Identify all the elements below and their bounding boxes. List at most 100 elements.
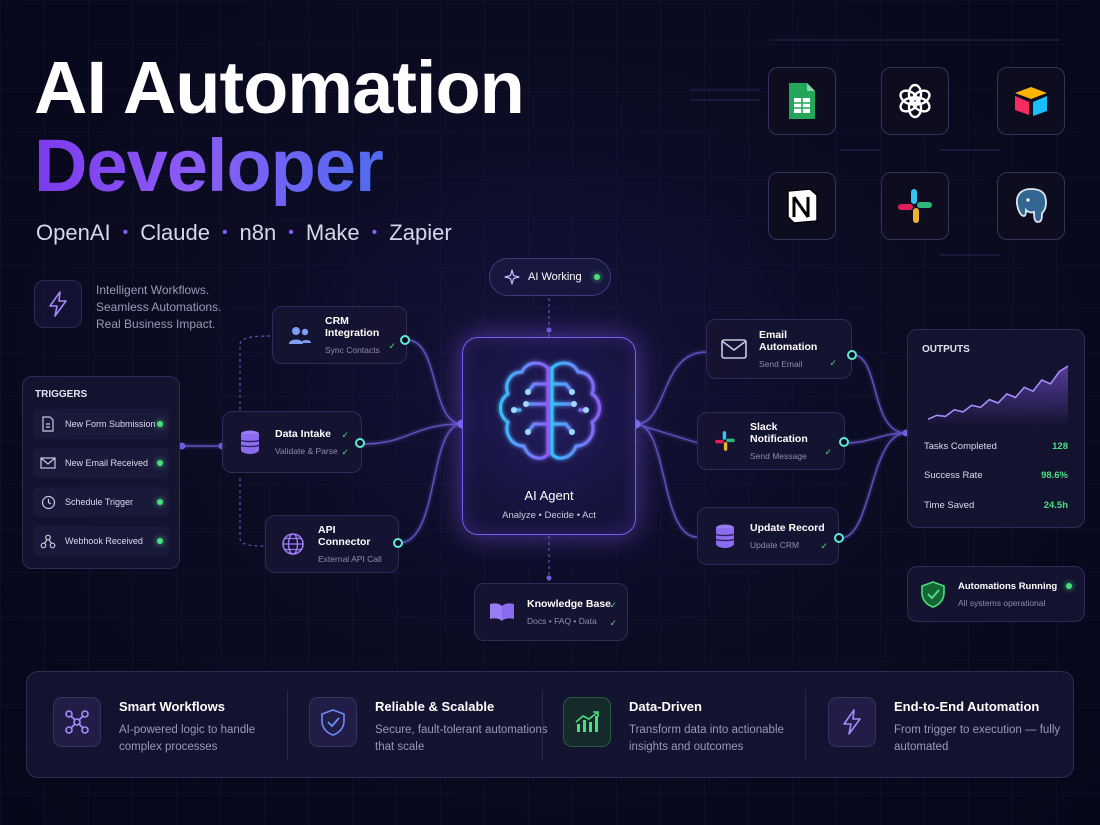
wire-api-agent <box>398 423 463 544</box>
feature-description: Transform data into actionable insights … <box>629 724 784 753</box>
email-output-port[interactable] <box>847 350 857 360</box>
node-subtitle: External API Call <box>318 554 382 564</box>
metric-value: 128 <box>1052 441 1068 452</box>
status-dot <box>157 421 163 427</box>
feature-icon-box <box>828 697 876 747</box>
update-record-node[interactable]: Update Record Update CRM ✓ <box>697 507 839 565</box>
metric-value: 24.5h <box>1043 500 1068 511</box>
trigger-item[interactable]: New Email Received <box>33 448 169 478</box>
metric-label: Success Rate <box>924 470 983 481</box>
shield-check-icon <box>321 709 345 736</box>
globe-icon <box>278 529 308 559</box>
node-title: API Connector <box>318 524 371 548</box>
logo-notion <box>768 172 836 240</box>
triggers-panel: TRIGGERS New Form Submission New Email R… <box>22 376 180 569</box>
crm-output-port[interactable] <box>400 335 410 345</box>
database-icon <box>710 521 740 551</box>
node-subtitle: Sync Contacts <box>325 345 380 355</box>
users-icon <box>285 320 315 350</box>
node-title: Slack Notification <box>750 421 808 445</box>
database-icon <box>235 427 265 457</box>
ai-agent-node[interactable]: AI Agent Analyze • Decide • Act <box>462 337 636 535</box>
feature-divider <box>542 690 543 760</box>
feature-icon-box <box>53 697 101 747</box>
check-icon: ✓ <box>829 358 837 368</box>
check-icon: ✓ <box>609 600 617 610</box>
intake-output-port[interactable] <box>355 438 365 448</box>
bolt-icon <box>49 291 67 317</box>
metric-label: Time Saved <box>924 500 975 511</box>
logo-slack <box>881 172 949 240</box>
tool-separator: • <box>371 224 378 241</box>
agent-title: AI Agent <box>524 488 574 503</box>
workflow-icon <box>65 710 89 734</box>
trigger-item[interactable]: Schedule Trigger <box>33 487 169 517</box>
automations-running-status: Automations Running All systems operatio… <box>907 566 1085 622</box>
trend-line <box>927 365 1069 420</box>
feature-title: Reliable & Scalable <box>375 699 495 714</box>
outputs-title: OUTPUTS <box>922 344 970 355</box>
node-subtitle: Send Message <box>750 451 807 461</box>
node-subtitle: Send Email <box>759 359 803 369</box>
check-icon: ✓ <box>824 447 832 457</box>
feature-divider <box>287 690 288 760</box>
status-dot <box>157 538 163 544</box>
wire-crm-agent <box>406 339 463 425</box>
data-intake-node[interactable]: Data Intake Validate & Parse ✓ ✓ <box>222 411 362 473</box>
api-connector-node[interactable]: API Connector External API Call <box>265 515 399 573</box>
slack-output-port[interactable] <box>839 437 849 447</box>
node-subtitle: Validate & Parse <box>275 446 338 456</box>
airtable-icon <box>1015 87 1047 116</box>
node-title: Knowledge Base <box>527 598 612 610</box>
tool-zapier: Zapier <box>389 220 452 245</box>
node-title: Update Record <box>750 522 825 534</box>
trend-chart-icon <box>575 711 599 732</box>
feature-icon-box <box>563 697 611 747</box>
wire-email-outputs <box>852 354 907 434</box>
title-line-2: Developer <box>34 124 384 207</box>
triggers-output-port <box>178 442 186 450</box>
triggers-title: TRIGGERS <box>35 389 88 400</box>
agent-subtitle: Analyze • Decide • Act <box>502 510 596 521</box>
outputs-trend-chart <box>927 365 1069 426</box>
postgresql-icon <box>1015 188 1047 223</box>
api-output-port[interactable] <box>393 538 403 548</box>
slack-icon <box>710 426 740 456</box>
outputs-panel: OUTPUTS Tasks Completed 128 Success Rate… <box>907 329 1085 528</box>
logo-google-sheets <box>768 67 836 135</box>
knowledge-base-node[interactable]: Knowledge Base Docs • FAQ • Data ✓ ✓ <box>474 583 628 641</box>
tool-claude: Claude <box>140 220 210 245</box>
logo-airtable <box>997 67 1065 135</box>
tagline-line: Seamless Automations. <box>96 300 222 314</box>
tool-separator: • <box>288 224 294 241</box>
ai-working-label: AI Working <box>528 271 582 283</box>
email-automation-node[interactable]: Email Automation Send Email ✓ <box>706 319 852 379</box>
wire-slack-outputs <box>844 432 907 444</box>
status-dot <box>1066 583 1072 589</box>
wire-agent-email <box>635 351 707 425</box>
trigger-item[interactable]: Webhook Received <box>33 526 169 556</box>
check-icon: ✓ <box>609 618 617 628</box>
tagline-line: Intelligent Workflows. <box>96 283 210 297</box>
tool-separator: • <box>122 224 129 241</box>
slack-notification-node[interactable]: Slack Notification Send Message ✓ <box>697 412 845 470</box>
check-icon: ✓ <box>820 541 828 551</box>
tool-openai: OpenAI <box>36 220 111 245</box>
tagline-bolt-badge <box>34 280 82 328</box>
notion-icon <box>787 188 818 224</box>
title-line-1: AI Automation <box>34 46 525 129</box>
status-dot <box>593 274 600 280</box>
sparkle-icon <box>504 269 520 285</box>
metric-row: Time Saved 24.5h <box>924 500 1068 511</box>
brain-icon <box>498 361 602 460</box>
node-subtitle: Docs • FAQ • Data <box>527 616 597 626</box>
trigger-item[interactable]: New Form Submission <box>33 409 169 439</box>
metric-value: 98.6% <box>1041 470 1068 481</box>
record-output-port[interactable] <box>834 533 844 543</box>
node-subtitle: Update CRM <box>750 540 800 550</box>
wire-intake-agent <box>361 423 463 445</box>
crm-integration-node[interactable]: CRM Integration Sync Contacts ✓ <box>272 306 407 364</box>
trigger-label: Webhook Received <box>65 536 143 546</box>
tool-n8n: n8n <box>239 220 277 245</box>
trigger-label: New Form Submission <box>65 419 156 429</box>
